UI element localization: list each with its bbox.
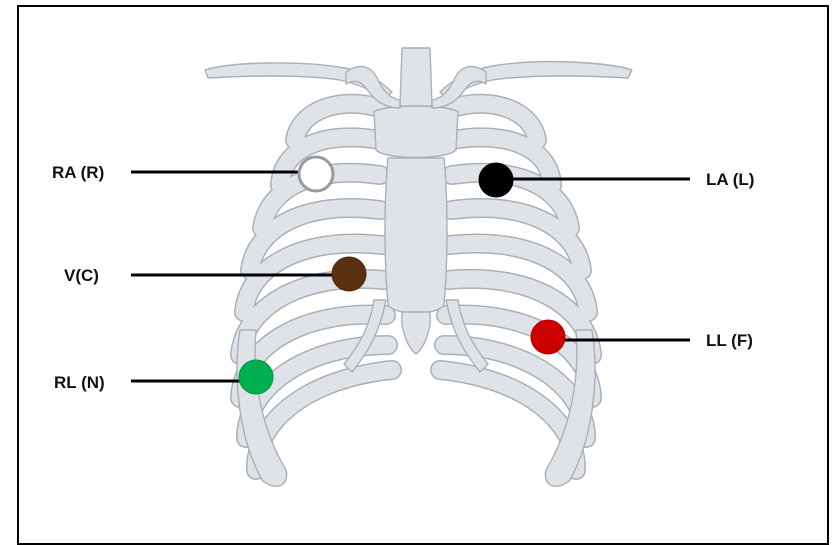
ribs-right [440,104,595,487]
electrode-la[interactable] [479,163,513,197]
electrode-rl[interactable] [239,360,273,394]
electrode-ll[interactable] [531,320,565,354]
label-v: V(C) [64,266,99,285]
label-rl: RL (N) [54,373,105,392]
label-ra: RA (R) [52,163,104,182]
label-la: LA (L) [706,170,754,189]
rib-cage-illustration [205,48,632,486]
electrode-v[interactable] [332,257,366,291]
label-ll: LL (F) [706,331,753,350]
electrode-ra[interactable] [299,157,333,191]
